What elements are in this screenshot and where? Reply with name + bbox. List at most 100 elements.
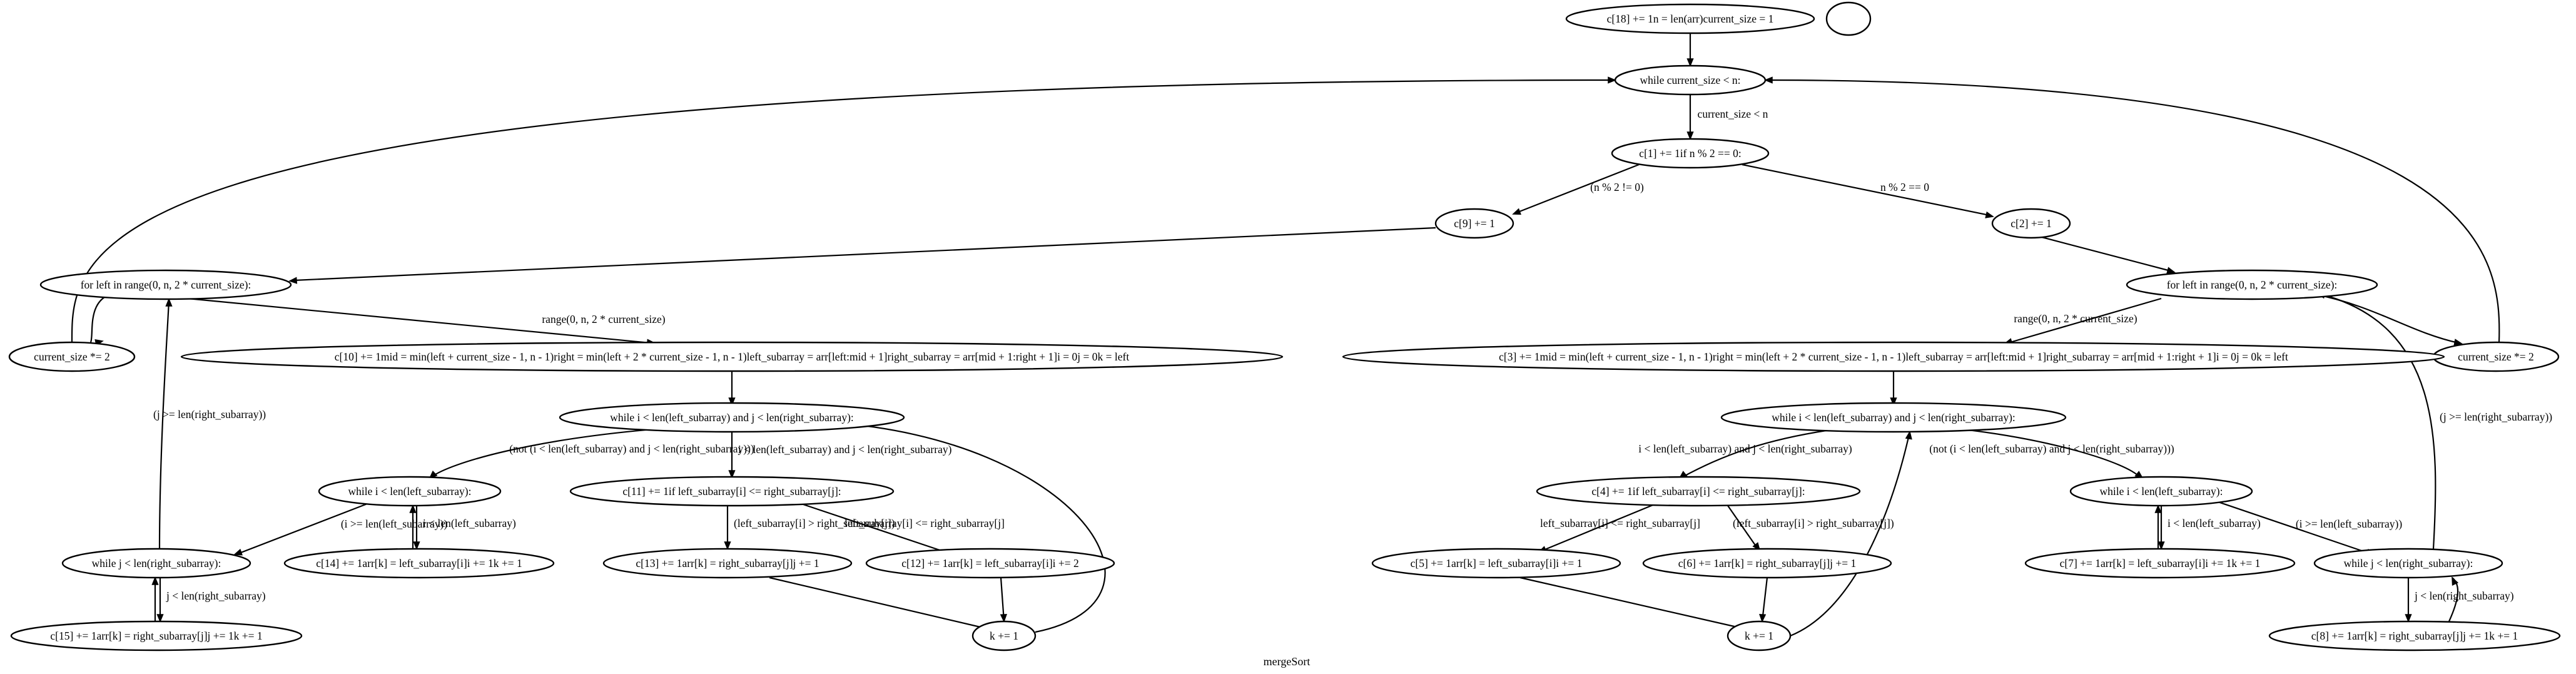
node-label: c[7] += 1arr[k] = left_subarray[i]i += 1… <box>2060 557 2261 569</box>
node-whileIJ_L[interactable]: while i < len(left_subarray) and j < len… <box>559 402 905 433</box>
edge-label: range(0, n, 2 * current_size) <box>542 313 665 325</box>
arrowhead-icon <box>233 548 243 556</box>
edge-forL-to-c10: range(0, n, 2 * current_size) <box>187 297 666 346</box>
node-forR[interactable]: for left in range(0, n, 2 * current_size… <box>2126 269 2378 300</box>
node-c5[interactable]: c[5] += 1arr[k] = left_subarray[i]i += 1 <box>1371 548 1621 579</box>
node-ellipse <box>1371 548 1621 579</box>
node-c3[interactable]: c[3] += 1mid = min(left + current_size -… <box>1342 341 2445 372</box>
node-ellipse <box>602 548 853 579</box>
node-c13[interactable]: c[13] += 1arr[k] = right_subarray[j]j +=… <box>602 548 853 579</box>
node-c9[interactable]: c[9] += 1 <box>1434 208 1514 239</box>
edge-label: (not (i < len(left_subarray) and j < len… <box>1929 442 2174 455</box>
edge-label: (left_subarray[i] > right_subarray[j]) <box>1733 517 1894 529</box>
node-ellipse <box>180 341 1284 372</box>
node-c7[interactable]: c[7] += 1arr[k] = left_subarray[i]i += 1… <box>2024 548 2296 579</box>
node-label: c[11] += 1if left_subarray[i] <= right_s… <box>622 485 841 498</box>
arrowhead-icon <box>165 298 173 307</box>
node-label: while current_size < n: <box>1640 74 1741 86</box>
node-whileIJ_R[interactable]: while i < len(left_subarray) and j < len… <box>1720 402 2067 433</box>
arrowhead-icon <box>1512 208 1521 215</box>
edge-line <box>158 299 170 549</box>
node-forL[interactable]: for left in range(0, n, 2 * current_size… <box>39 269 292 300</box>
node-csL[interactable]: current_size *= 2 <box>8 341 136 372</box>
edge-whileJ_L-to-c15: j < len(right_subarray) <box>156 578 266 623</box>
node-kR[interactable]: k += 1 <box>1727 620 1792 651</box>
edge-whileI_L-to-c14: i < len(left_subarray) <box>413 506 516 550</box>
arrowhead-icon <box>1608 76 1616 84</box>
edge-label: (i >= len(left_subarray)) <box>341 518 448 530</box>
node-c15[interactable]: c[15] += 1arr[k] = right_subarray[j]j +=… <box>10 620 303 651</box>
node-ellipse <box>2126 269 2378 300</box>
node-csR[interactable]: current_size *= 2 <box>2432 341 2560 372</box>
node-ellipse <box>865 548 1115 579</box>
node-ellipse <box>2024 548 2296 579</box>
node-label: c[12] += 1arr[k] = left_subarray[i]i += … <box>901 557 1079 569</box>
edge-forR-to-csR <box>2314 293 2463 346</box>
node-c10[interactable]: c[10] += 1mid = min(left + current_size … <box>180 341 1284 372</box>
edge-line <box>797 501 951 555</box>
node-c2[interactable]: c[2] += 1 <box>1991 208 2071 239</box>
node-while_top[interactable]: while current_size < n: <box>1614 64 1767 96</box>
node-c4[interactable]: c[4] += 1if left_subarray[i] <= right_su… <box>1536 476 1861 507</box>
edge-line <box>1790 431 1911 637</box>
node-whileJ_L[interactable]: while j < len(right_subarray): <box>61 548 251 579</box>
node-c12[interactable]: c[12] += 1arr[k] = left_subarray[i]i += … <box>865 548 1115 579</box>
node-ellipse <box>2313 548 2503 579</box>
node-c1[interactable]: c[1] += 1if n % 2 == 0: <box>1611 138 1770 169</box>
edge-c8-to-whileJ_R <box>2448 576 2459 622</box>
edge-line <box>1742 163 1990 217</box>
arrowhead-icon <box>1000 613 1007 623</box>
node-ellipse <box>1642 548 1892 579</box>
node-ellipse <box>61 548 251 579</box>
arrowhead-icon <box>2158 541 2165 550</box>
node-whileJ_R[interactable]: while j < len(right_subarray): <box>2313 548 2503 579</box>
edge-c1-to-c2: n % 2 == 0 <box>1742 163 1994 218</box>
edge-label: (j >= len(right_subarray)) <box>153 408 266 421</box>
node-init[interactable]: c[18] += 1n = len(arr)current_size = 1 <box>1565 3 1815 34</box>
node-c8[interactable]: c[8] += 1arr[k] = right_subarray[j]j += … <box>2268 620 2561 651</box>
arrowhead-icon <box>1686 58 1694 67</box>
edge-label: (n % 2 != 0) <box>1590 181 1644 193</box>
edge-c13-to-kL <box>769 576 993 631</box>
edge-line <box>1767 79 2500 343</box>
edge-line <box>71 79 1615 343</box>
node-label: while i < len(left_subarray): <box>348 485 472 498</box>
edge-whileIJ_L-to-c11: i < len(left_subarray) and j < len(right… <box>728 432 952 479</box>
node-empty[interactable] <box>1825 1 1872 36</box>
arrowhead-icon <box>2154 504 2162 513</box>
arrowhead-icon <box>1686 131 1694 140</box>
node-ellipse <box>1720 402 2067 433</box>
node-whileI_L[interactable]: while i < len(left_subarray): <box>318 476 502 507</box>
edge-line <box>1682 426 1849 477</box>
edge-label: i < len(left_subarray) and j < len(right… <box>738 443 952 456</box>
edge-c5-to-kR <box>1519 576 1750 631</box>
edge-line <box>237 499 376 555</box>
node-ellipse <box>971 620 1037 651</box>
node-label: c[9] += 1 <box>1454 217 1494 230</box>
arrowhead-icon <box>409 504 417 513</box>
edge-label: i < len(left_subarray) <box>2168 517 2261 529</box>
node-ellipse <box>1611 138 1770 169</box>
node-ellipse <box>10 620 303 651</box>
edge-c6-to-kR <box>1759 577 1768 623</box>
edge-label: left_subarray[i] <= right_subarray[j] <box>1540 517 1700 529</box>
edge-line <box>293 227 1436 282</box>
arrowhead-icon <box>2452 576 2459 586</box>
node-ellipse <box>1565 3 1815 34</box>
edge-line <box>89 295 107 343</box>
arrowhead-icon <box>1764 76 1773 84</box>
node-c14[interactable]: c[14] += 1arr[k] = left_subarray[i]i += … <box>283 548 555 579</box>
node-whileI_R[interactable]: while i < len(left_subarray): <box>2069 476 2253 507</box>
node-c11[interactable]: c[11] += 1if left_subarray[i] <= right_s… <box>569 476 895 507</box>
edge-c7-to-whileI_R <box>2154 504 2162 549</box>
node-ellipse <box>8 341 136 372</box>
arrowhead-icon <box>288 277 298 284</box>
edge-whileJ_R-to-c8: j < len(right_subarray) <box>2405 578 2514 623</box>
node-kL[interactable]: k += 1 <box>971 620 1037 651</box>
edge-label: j < len(right_subarray) <box>2414 590 2514 602</box>
arrowhead-icon <box>2453 339 2463 346</box>
edge-line <box>1541 501 1660 552</box>
node-label: while i < len(left_subarray): <box>2100 485 2223 498</box>
node-c6[interactable]: c[6] += 1arr[k] = right_subarray[j]j += … <box>1642 548 1892 579</box>
node-ellipse <box>1727 620 1792 651</box>
